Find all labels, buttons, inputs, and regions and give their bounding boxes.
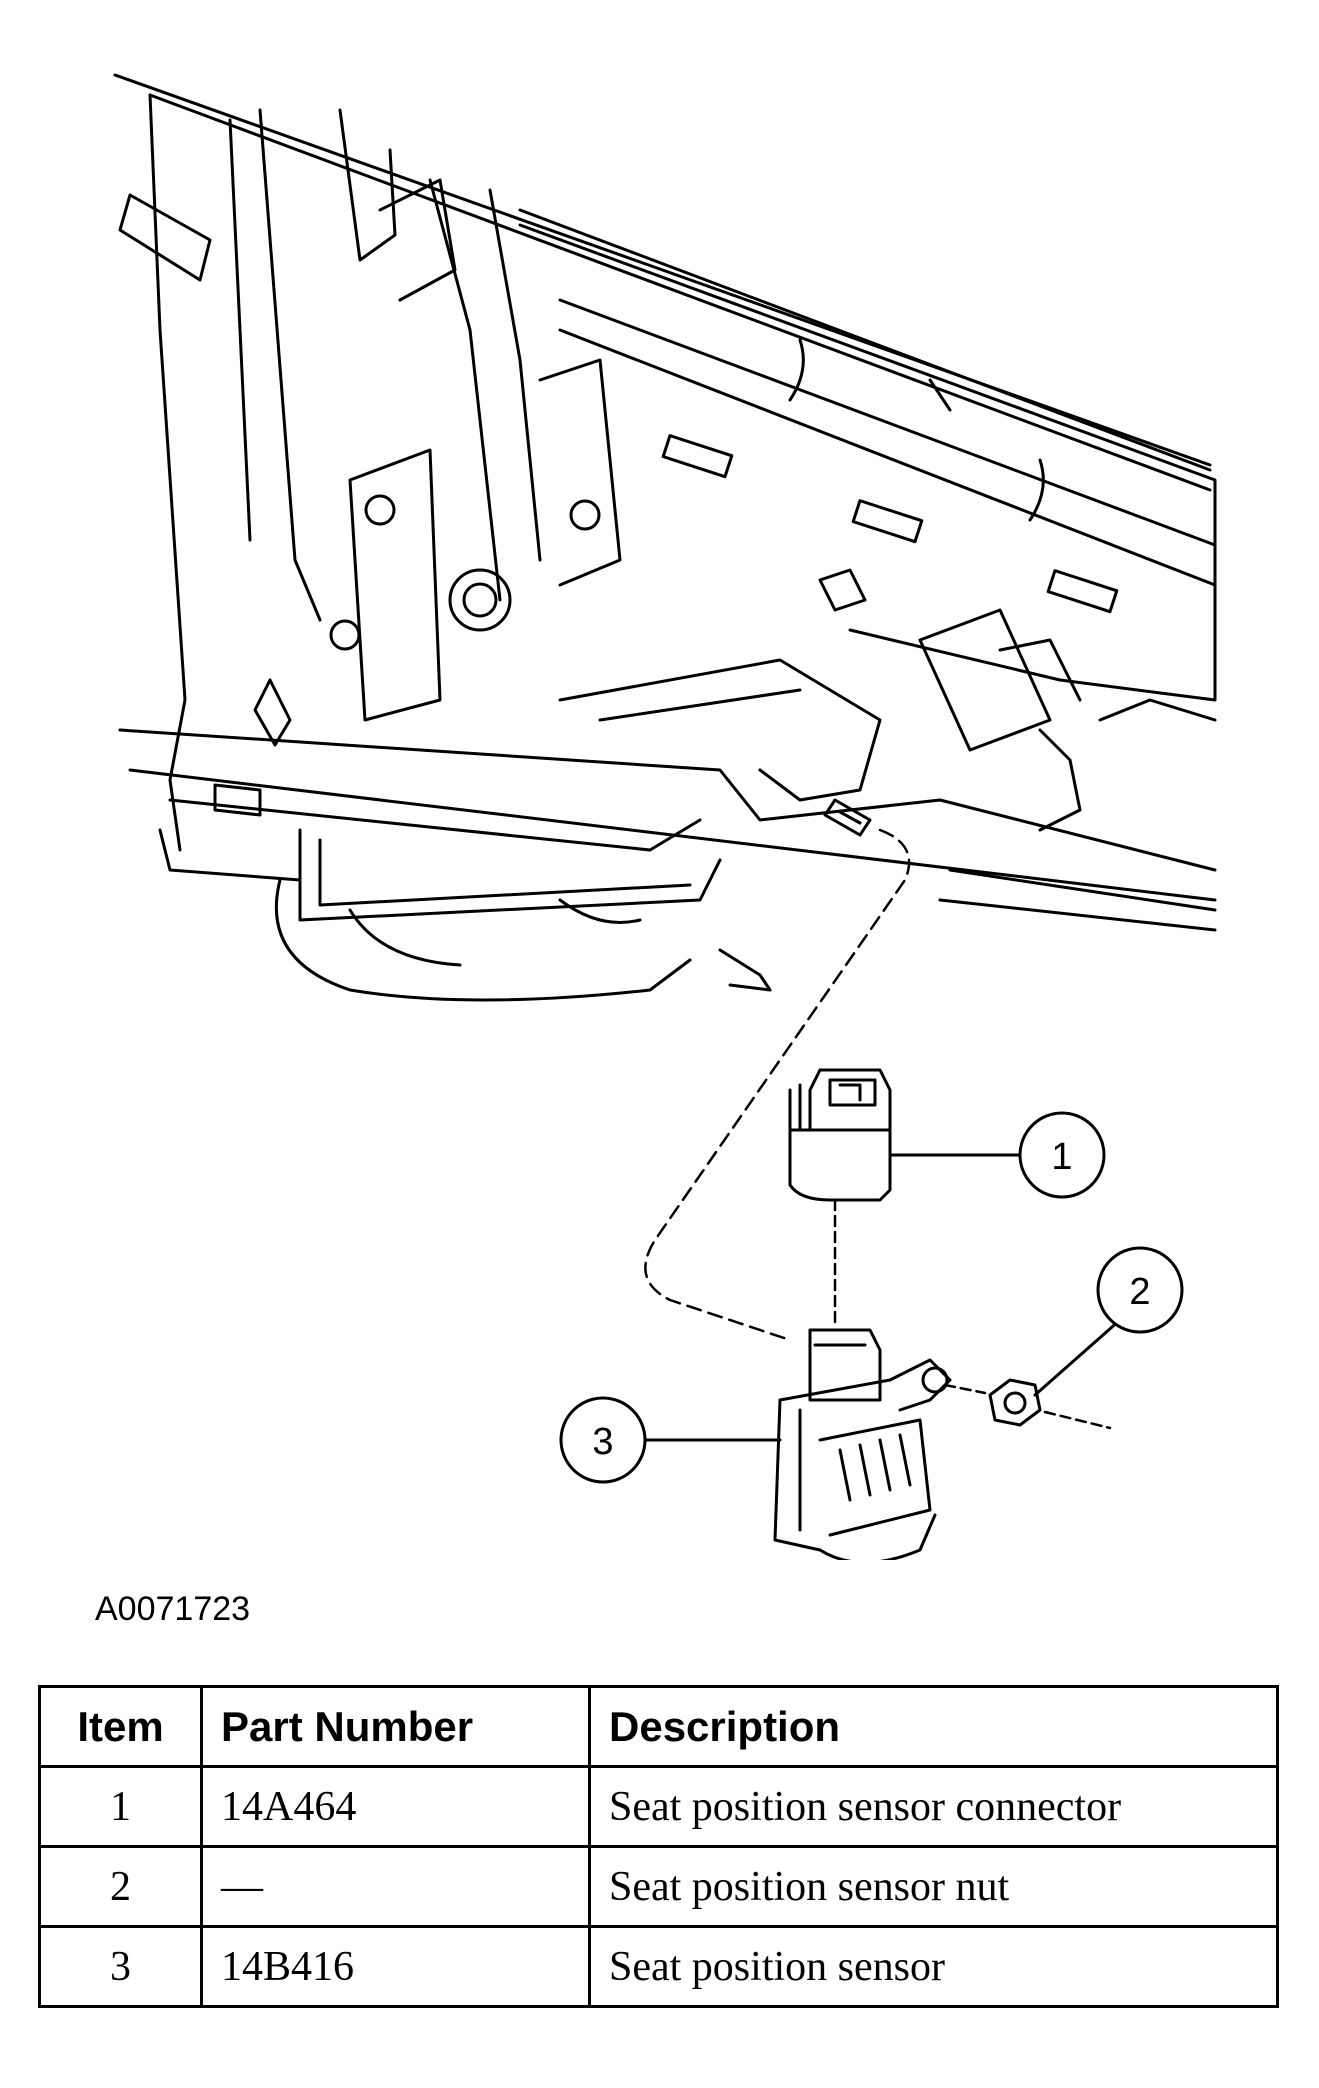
- parts-table: Item Part Number Description 1 14A464 Se…: [38, 1685, 1279, 2008]
- figure-id: A0071723: [95, 1590, 251, 1628]
- cell-part-number: —: [200, 1845, 591, 1928]
- cell-item: 2: [38, 1845, 203, 1928]
- cell-part-number: 14A464: [200, 1765, 591, 1848]
- cell-description: Seat position sensor nut: [588, 1845, 1279, 1928]
- cell-item: 1: [38, 1765, 203, 1848]
- header-part-number: Part Number: [200, 1685, 591, 1768]
- table-row: 3 14B416 Seat position sensor: [38, 1925, 1279, 2008]
- callout-2-leader: [1033, 1318, 1122, 1397]
- callout-3: 3: [559, 1396, 647, 1484]
- seat-position-sensor-drawing: [773, 1328, 952, 1560]
- callout-1: 1: [1018, 1111, 1106, 1199]
- callout-2: 2: [1096, 1246, 1184, 1334]
- seat-frame-drawing: [113, 73, 1217, 1002]
- sensor-nut-drawing: [943, 1378, 1112, 1430]
- header-item: Item: [38, 1685, 203, 1768]
- cell-description: Seat position sensor: [588, 1925, 1279, 2008]
- table-row: 1 14A464 Seat position sensor connector: [38, 1765, 1279, 1848]
- seat-track-illustration: 1 2 3: [113, 73, 1217, 1560]
- callout-3-number: 3: [592, 1421, 613, 1463]
- callout-1-number: 1: [1051, 1136, 1072, 1178]
- table-row: 2 — Seat position sensor nut: [38, 1845, 1279, 1928]
- table-header-row: Item Part Number Description: [38, 1685, 1279, 1768]
- callout-2-number: 2: [1129, 1271, 1150, 1313]
- cell-part-number: 14B416: [200, 1925, 591, 2008]
- header-description: Description: [588, 1685, 1279, 1768]
- cell-description: Seat position sensor connector: [588, 1765, 1279, 1848]
- cell-item: 3: [38, 1925, 203, 2008]
- harness-dashed-line: [644, 828, 911, 1342]
- sensor-connector-drawing: [788, 1068, 892, 1327]
